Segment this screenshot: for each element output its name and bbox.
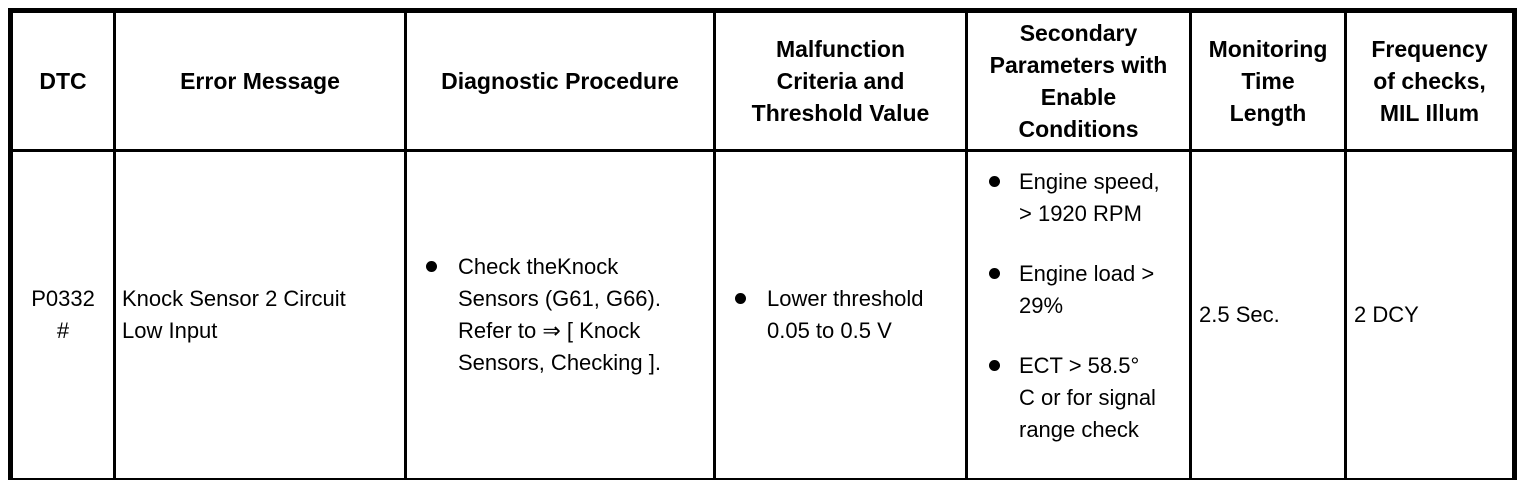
list-item: Engine speed, > 1920 RPM (989, 166, 1183, 230)
col-header-monitoring-time: Monitoring Time Length (1189, 9, 1347, 152)
cell-malfunction-criteria: Lower threshold 0.05 to 0.5 V (713, 149, 968, 480)
bullet-text: Engine load > 29% (1019, 261, 1155, 318)
bullet-icon (989, 176, 1000, 187)
bullet-text: Check theKnock Sensors (G61, G66). Refer… (458, 254, 661, 375)
col-header-diagnostic-procedure: Diagnostic Procedure (404, 9, 716, 152)
table-header-row: DTC Error Message Diagnostic Procedure M… (9, 9, 1516, 152)
table-row: P0332 # Knock Sensor 2 Circuit Low Input… (9, 149, 1516, 480)
col-header-error-message: Error Message (113, 9, 407, 152)
cell-monitoring-time: 2.5 Sec. (1189, 149, 1347, 480)
list-item: Engine load > 29% (989, 258, 1183, 322)
list-item: Check theKnock Sensors (G61, G66). Refer… (426, 251, 707, 379)
cell-dtc-code: P0332 # (9, 149, 116, 480)
col-header-malfunction-criteria: Malfunction Criteria and Threshold Value (713, 9, 968, 152)
bullet-icon (735, 293, 746, 304)
col-header-secondary-parameters: Secondary Parameters with Enable Conditi… (965, 9, 1192, 152)
cell-diagnostic-procedure: Check theKnock Sensors (G61, G66). Refer… (404, 149, 716, 480)
col-header-frequency-of-checks: Frequency of checks, MIL Illum (1344, 9, 1516, 152)
bullet-text: Lower threshold 0.05 to 0.5 V (767, 286, 924, 343)
list-item: ECT > 58.5° C or for signal range check (989, 350, 1183, 446)
bullet-icon (426, 261, 437, 272)
col-header-dtc: DTC (9, 9, 116, 152)
dtc-diagnostic-table: DTC Error Message Diagnostic Procedure M… (8, 8, 1517, 480)
list-item: Lower threshold 0.05 to 0.5 V (735, 283, 959, 347)
cell-secondary-parameters: Engine speed, > 1920 RPM Engine load > 2… (965, 149, 1192, 480)
bullet-icon (989, 268, 1000, 279)
bullet-text: Engine speed, > 1920 RPM (1019, 169, 1160, 226)
cell-frequency-of-checks: 2 DCY (1344, 149, 1516, 480)
bullet-text: ECT > 58.5° C or for signal range check (1019, 353, 1156, 442)
cell-error-message: Knock Sensor 2 Circuit Low Input (113, 149, 407, 480)
bullet-icon (989, 360, 1000, 371)
